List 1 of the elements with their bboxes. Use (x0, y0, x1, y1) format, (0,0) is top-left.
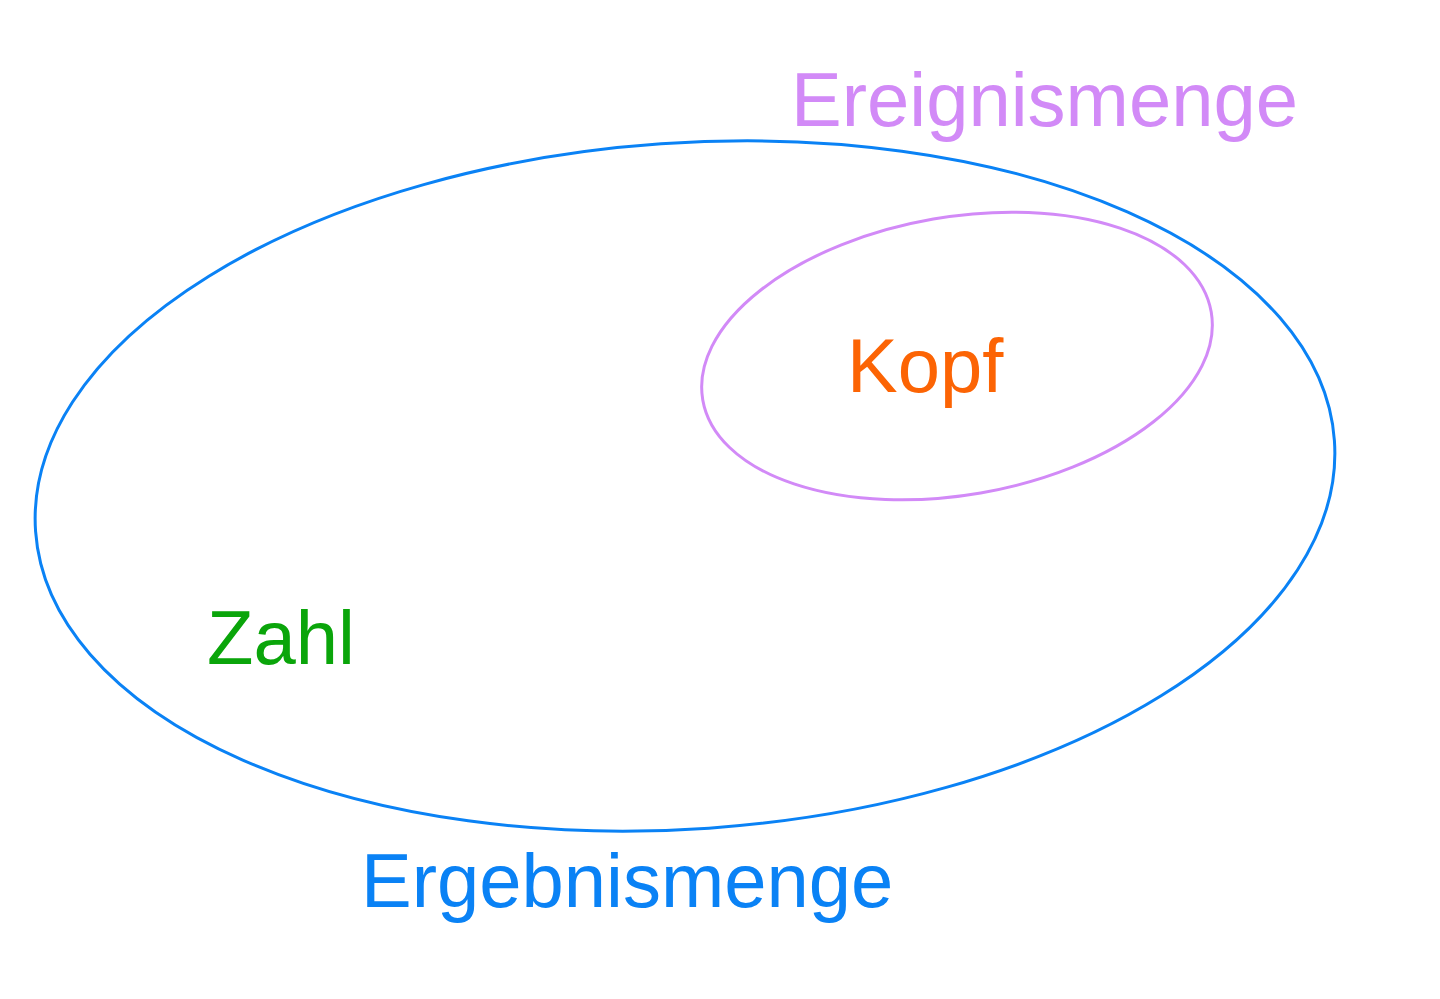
element-label: Zahl (207, 600, 355, 676)
